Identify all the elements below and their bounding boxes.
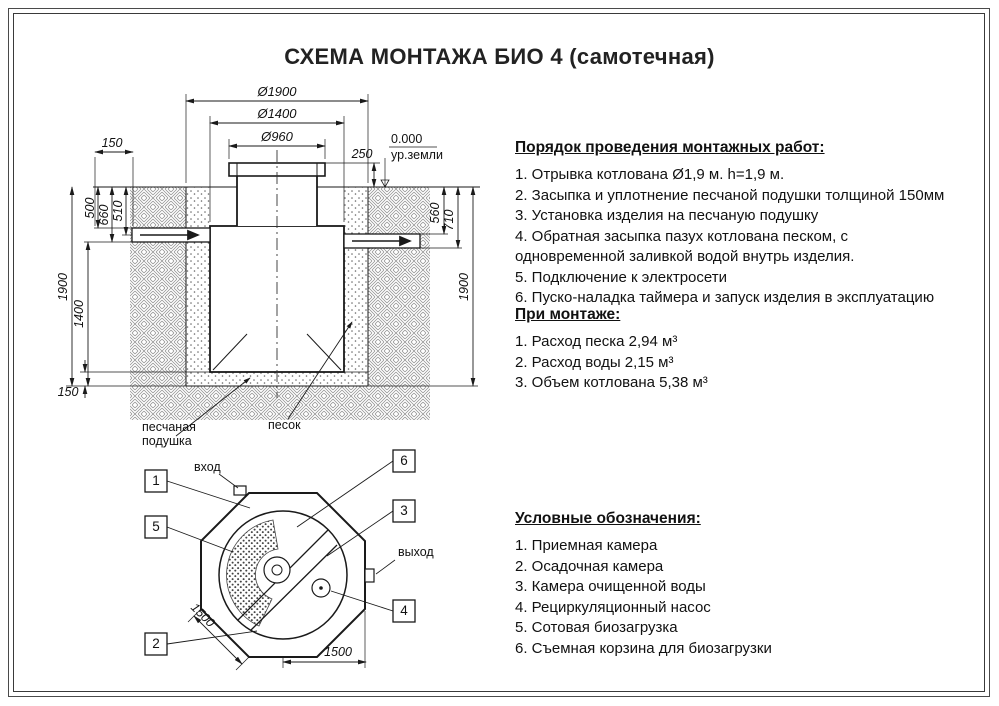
- plan-view: 1 5 2 6 3 4 1500 150: [144, 449, 434, 671]
- instruction-item-5: 5. Подключение к электросети: [515, 268, 727, 286]
- ground-hatch-left: [130, 187, 186, 420]
- instructions-block: Порядок проведения монтажных работ: 1. О…: [515, 139, 959, 309]
- dim-1500-bottom: 1500: [324, 645, 352, 659]
- sand-backfill-right: [344, 187, 368, 372]
- plan-tank-circle: [218, 510, 348, 640]
- installation-block: При монтаже: 1. Расход песка 2,94 м³ 2. …: [515, 306, 959, 394]
- biofilter-crescent: [226, 519, 279, 627]
- section-dimensions: [69, 94, 476, 437]
- outlet-label: выход: [398, 545, 434, 559]
- dim-710: 710: [442, 210, 456, 231]
- instruction-item-6: 6. Пуско-наладка таймера и запуск издели…: [515, 289, 935, 306]
- installation-heading: При монтаже:: [515, 306, 621, 323]
- callout-1: 1: [152, 473, 160, 488]
- basket-circle-outer: [263, 556, 291, 584]
- legend-block: Условные обозначения: 1. Приемная камера…: [515, 510, 959, 659]
- callout-box-1: [144, 469, 168, 493]
- ground-hatch-bottom: [186, 386, 368, 420]
- instruction-item-1: 1. Отрывка котлована Ø1,9 м. h=1,9 м.: [515, 166, 785, 183]
- partition-line-2: [250, 544, 338, 631]
- callout-4: 4: [400, 603, 408, 618]
- callout-box-6: [392, 449, 416, 473]
- dim-660: 660: [97, 205, 111, 226]
- dim-500: 500: [83, 198, 97, 219]
- dim-d1900: Ø1900: [256, 84, 297, 99]
- zero-level: 0.000: [391, 132, 422, 146]
- dim-d960: Ø960: [260, 129, 294, 144]
- callout-box-3: [392, 499, 416, 523]
- callout-box-5: [144, 515, 168, 539]
- sheet-border-outer: [8, 8, 990, 697]
- dim-150-bottom: 150: [58, 385, 79, 399]
- dim-150-top: 150: [102, 136, 123, 150]
- dim-d1400: Ø1400: [256, 106, 297, 121]
- legend-item-3: 3. Камера очищенной воды: [515, 578, 706, 595]
- section-view: [66, 150, 480, 420]
- sand-cushion-label-2: подушка: [142, 434, 192, 448]
- dim-560: 560: [428, 203, 442, 224]
- dim-250: 250: [351, 147, 373, 161]
- instruction-item-4: 4. Обратная засыпка пазух котлована песк…: [515, 227, 855, 266]
- inlet-label: вход: [194, 460, 221, 474]
- installation-item-1: 1. Расход песка 2,94 м³: [515, 333, 678, 350]
- sand-cushion-label-1: песчаная: [142, 420, 196, 434]
- tank-inner-right: [306, 333, 342, 371]
- dim-510: 510: [111, 201, 125, 222]
- plan-dimensions: [187, 608, 367, 671]
- dim-1900-left: 1900: [56, 273, 70, 301]
- dim-1900-right: 1900: [457, 273, 471, 301]
- basket-circle-inner: [271, 564, 283, 576]
- cushion-leader: [175, 377, 251, 437]
- legend-item-4: 4. Рециркуляционный насос: [515, 598, 711, 616]
- sand-backfill-left: [186, 187, 210, 372]
- legend-item-6: 6. Съемная корзина для биозагрузки: [515, 639, 772, 657]
- callout-box-2: [144, 632, 168, 656]
- page-title: СХЕМА МОНТАЖА БИО 4 (самотечная): [284, 44, 715, 69]
- dim-1400-left: 1400: [72, 300, 86, 328]
- ground-hatch-right: [368, 187, 430, 420]
- callout-box-4: [392, 599, 416, 623]
- legend-heading: Условные обозначения:: [515, 510, 701, 527]
- sheet-border-inner: [13, 13, 985, 692]
- callout-boxes: 1 5 2 6 3 4: [144, 449, 416, 656]
- instruction-item-2: 2. Засыпка и уплотнение песчаной подушки…: [515, 186, 945, 204]
- datum-mark: [380, 179, 390, 188]
- sand-leader: [287, 321, 353, 420]
- legend-item-2: 2. Осадочная камера: [515, 557, 664, 575]
- sand-label: песок: [268, 418, 301, 432]
- callout-3: 3: [400, 503, 408, 518]
- instructions-heading: Порядок проведения монтажных работ:: [515, 139, 825, 156]
- callout-2: 2: [152, 636, 160, 651]
- tank-inner-left: [212, 333, 248, 371]
- callout-6: 6: [400, 453, 408, 468]
- legend-item-5: 5. Сотовая биозагрузка: [515, 619, 678, 636]
- ground-level-label: ур.земли: [391, 148, 443, 162]
- plan-inlet-stub: [233, 485, 247, 496]
- instruction-item-3: 3. Установка изделия на песчаную подушку: [515, 207, 819, 224]
- plan-outlet-stub: [364, 568, 375, 583]
- section-dim-texts: Ø1900 Ø1400 Ø960 150 500 660 510 1900 14…: [56, 84, 471, 448]
- installation-item-3: 3. Объем котлована 5,38 м³: [515, 374, 708, 391]
- callout-5: 5: [152, 519, 160, 534]
- installation-item-2: 2. Расход воды 2,15 м³: [515, 353, 674, 371]
- legend-item-1: 1. Приемная камера: [515, 537, 658, 554]
